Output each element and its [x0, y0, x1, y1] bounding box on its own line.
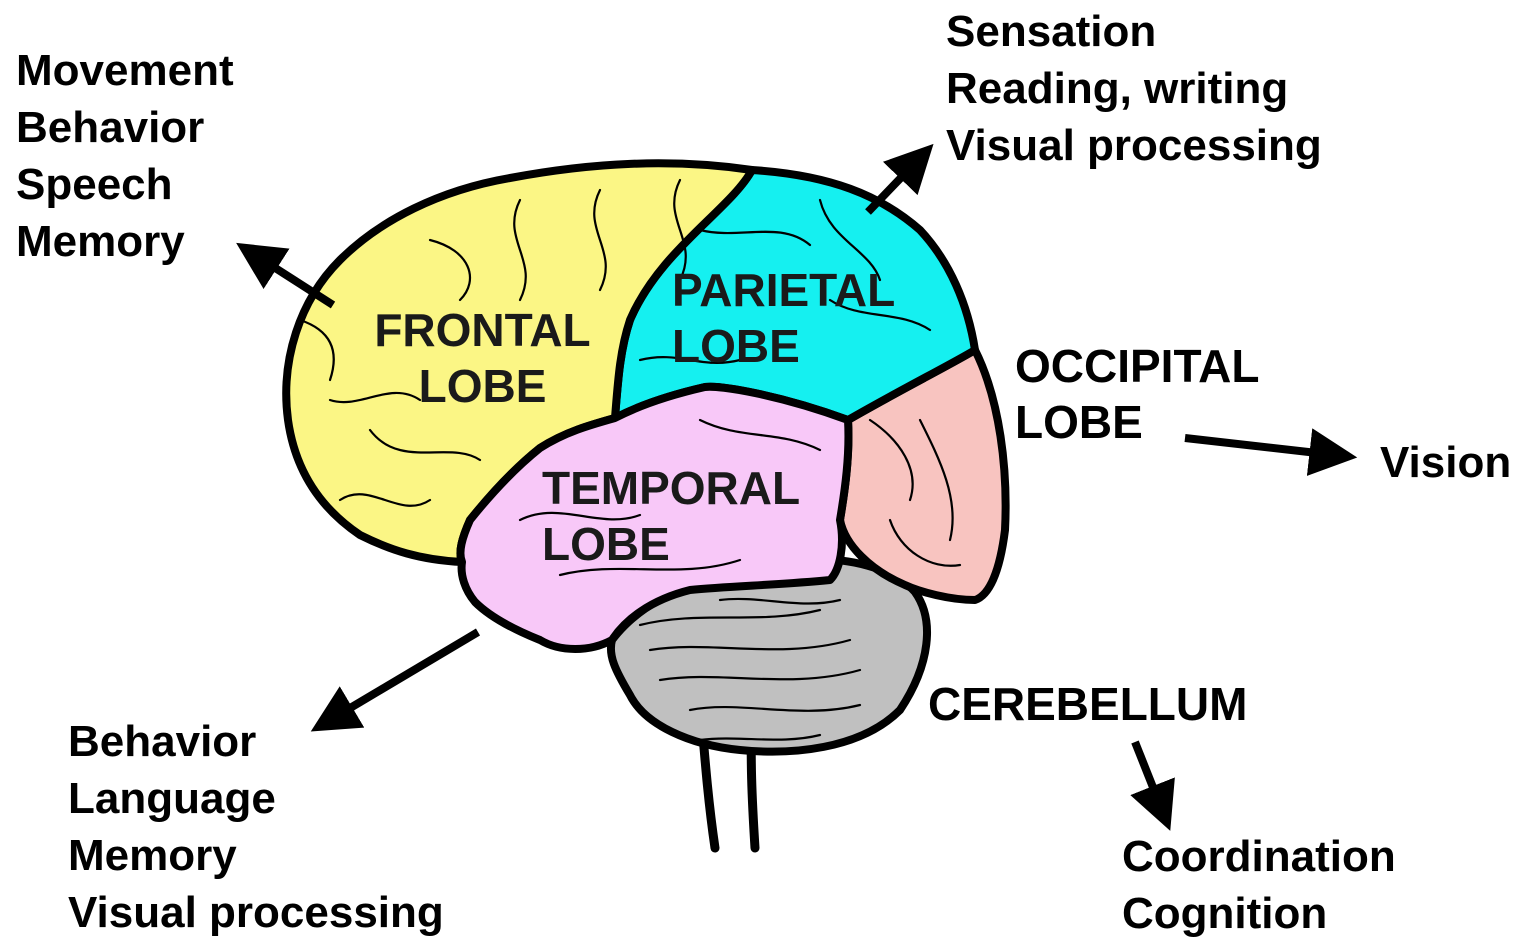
occipital-lobe-label: OCCIPITAL LOBE [1015, 338, 1259, 450]
temporal-lobe-label-line-2: LOBE [542, 516, 800, 572]
parietal-arrow [868, 160, 918, 212]
cerebellum-function-item: Cognition [1122, 885, 1396, 942]
parietal-function-item: Visual processing [946, 117, 1322, 174]
cerebellum-function-item: Coordination [1122, 828, 1396, 885]
temporal-lobe-label: TEMPORAL LOBE [542, 460, 800, 572]
frontal-function-item: Behavior [16, 99, 234, 156]
frontal-function-item: Speech [16, 156, 234, 213]
parietal-lobe-label: PARIETAL LOBE [672, 262, 895, 374]
parietal-lobe-label-line-1: PARIETAL [672, 262, 895, 318]
parietal-lobe-label-line-2: LOBE [672, 318, 895, 374]
parietal-function-item: Reading, writing [946, 60, 1322, 117]
occipital-function-item: Vision [1380, 434, 1511, 491]
occipital-lobe-label-line-2: LOBE [1015, 394, 1259, 450]
frontal-lobe-label: FRONTAL LOBE [360, 302, 605, 414]
cerebellum-functions: Coordination Cognition [1122, 828, 1396, 942]
temporal-lobe-label-line-1: TEMPORAL [542, 460, 800, 516]
frontal-function-item: Movement [16, 42, 234, 99]
frontal-function-item: Memory [16, 213, 234, 270]
temporal-function-item: Language [68, 770, 444, 827]
temporal-function-item: Behavior [68, 713, 444, 770]
temporal-function-item: Memory [68, 827, 444, 884]
frontal-functions: Movement Behavior Speech Memory [16, 42, 234, 270]
frontal-lobe-label-line-2: LOBE [360, 358, 605, 414]
cerebellum-label-text: CEREBELLUM [928, 676, 1247, 732]
temporal-arrow [330, 632, 478, 720]
occipital-lobe-label-line-1: OCCIPITAL [1015, 338, 1259, 394]
parietal-functions: Sensation Reading, writing Visual proces… [946, 3, 1322, 174]
cerebellum-label: CEREBELLUM [928, 676, 1247, 732]
cerebellum-arrow [1135, 742, 1162, 810]
temporal-function-item: Visual processing [68, 884, 444, 941]
temporal-functions: Behavior Language Memory Visual processi… [68, 713, 444, 941]
frontal-lobe-label-line-1: FRONTAL [360, 302, 605, 358]
occipital-functions: Vision [1380, 434, 1511, 491]
parietal-function-item: Sensation [946, 3, 1322, 60]
